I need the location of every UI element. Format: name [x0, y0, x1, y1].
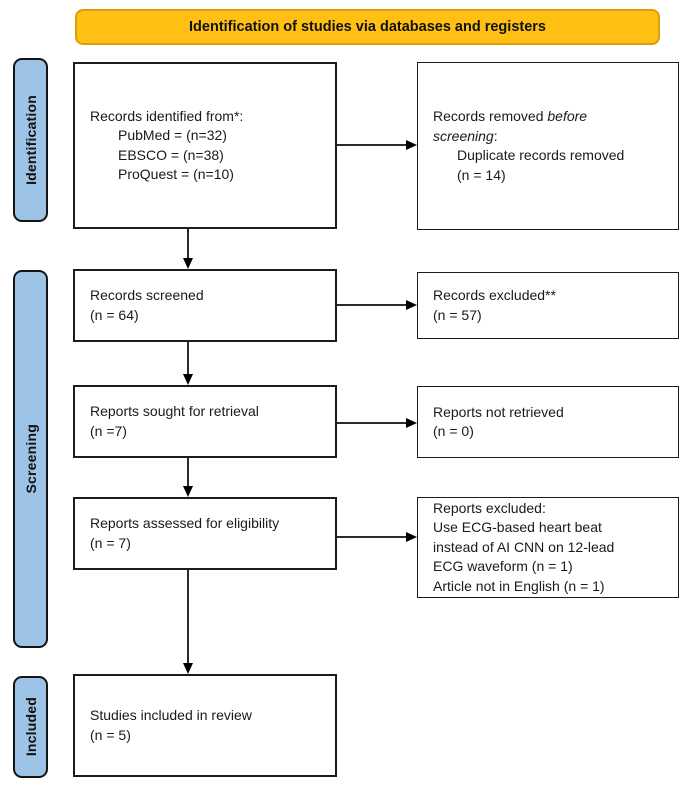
- reports-assessed-count: (n = 7): [90, 534, 131, 551]
- stage-screening-label: Screening: [22, 424, 39, 494]
- reports-sought-line: Reports sought for retrieval: [90, 403, 259, 419]
- stage-identification: Identification: [13, 58, 48, 222]
- records-identified-item: EBSCO = (n=38): [118, 146, 224, 163]
- records-removed-item: Duplicate records removed: [457, 147, 625, 163]
- arrow-identified-to-screened: [187, 229, 189, 259]
- studies-included-line: Studies included in review: [90, 707, 252, 723]
- records-removed-item: (n = 14): [457, 166, 506, 183]
- records-removed-italic: screening: [433, 127, 494, 144]
- records-removed-suffix: :: [493, 127, 498, 144]
- arrow-screened-to-sought: [187, 342, 189, 375]
- box-studies-included: Studies included in review (n = 5): [73, 674, 337, 777]
- records-removed-italic: before: [547, 108, 588, 124]
- records-excluded-count: (n = 57): [433, 306, 482, 323]
- reports-not-retrieved-count: (n = 0): [433, 423, 474, 439]
- stage-screening: Screening: [13, 270, 48, 648]
- reports-excluded-line: Use ECG-based heart beat: [433, 519, 602, 536]
- reports-not-retrieved-line: Reports not retrieved: [433, 403, 564, 420]
- arrow-assessed-to-included: [187, 570, 189, 664]
- box-records-removed: Records removed before screening: Duplic…: [417, 62, 679, 230]
- box-reports-excluded: Reports excluded: Use ECG-based heart be…: [417, 497, 679, 598]
- banner-title: Identification of studies via databases …: [75, 9, 660, 45]
- reports-excluded-line: Article not in English (n = 1): [433, 577, 605, 594]
- arrow-sought-to-not-retrieved: [337, 422, 407, 424]
- reports-excluded-line: instead of AI CNN on 12-lead: [433, 538, 615, 555]
- studies-included-count: (n = 5): [90, 726, 131, 743]
- records-screened-count: (n = 64): [90, 306, 139, 323]
- stage-included-label: Included: [22, 697, 39, 757]
- arrow-assessed-to-reports-excluded: [337, 536, 407, 538]
- records-identified-item: ProQuest = (n=10): [118, 166, 234, 182]
- reports-sought-count: (n =7): [90, 422, 127, 439]
- box-reports-assessed: Reports assessed for eligibility (n = 7): [73, 497, 337, 570]
- records-identified-title: Records identified from*:: [90, 107, 244, 124]
- box-records-screened: Records screened (n = 64): [73, 269, 337, 342]
- box-reports-sought: Reports sought for retrieval (n =7): [73, 385, 337, 458]
- records-removed-prefix: Records removed: [433, 108, 548, 124]
- records-screened-line: Records screened: [90, 287, 204, 303]
- records-removed-title-line1: Records removed before: [433, 107, 670, 127]
- box-reports-not-retrieved: Reports not retrieved (n = 0): [417, 386, 679, 458]
- box-records-excluded: Records excluded** (n = 57): [417, 272, 679, 339]
- box-records-identified: Records identified from*: PubMed = (n=32…: [73, 62, 337, 229]
- reports-excluded-line: Reports excluded:: [433, 499, 546, 516]
- reports-excluded-line: ECG waveform (n = 1): [433, 558, 573, 575]
- records-removed-title-line2: screening:: [433, 127, 670, 147]
- records-identified-item: PubMed = (n=32): [118, 127, 227, 143]
- arrow-sought-to-assessed: [187, 458, 189, 487]
- records-excluded-line: Records excluded**: [433, 287, 556, 303]
- arrow-identified-to-removed: [337, 144, 407, 146]
- arrow-screened-to-excluded: [337, 304, 407, 306]
- stage-included: Included: [13, 676, 48, 778]
- stage-identification-label: Identification: [22, 95, 39, 185]
- reports-assessed-line: Reports assessed for eligibility: [90, 515, 280, 531]
